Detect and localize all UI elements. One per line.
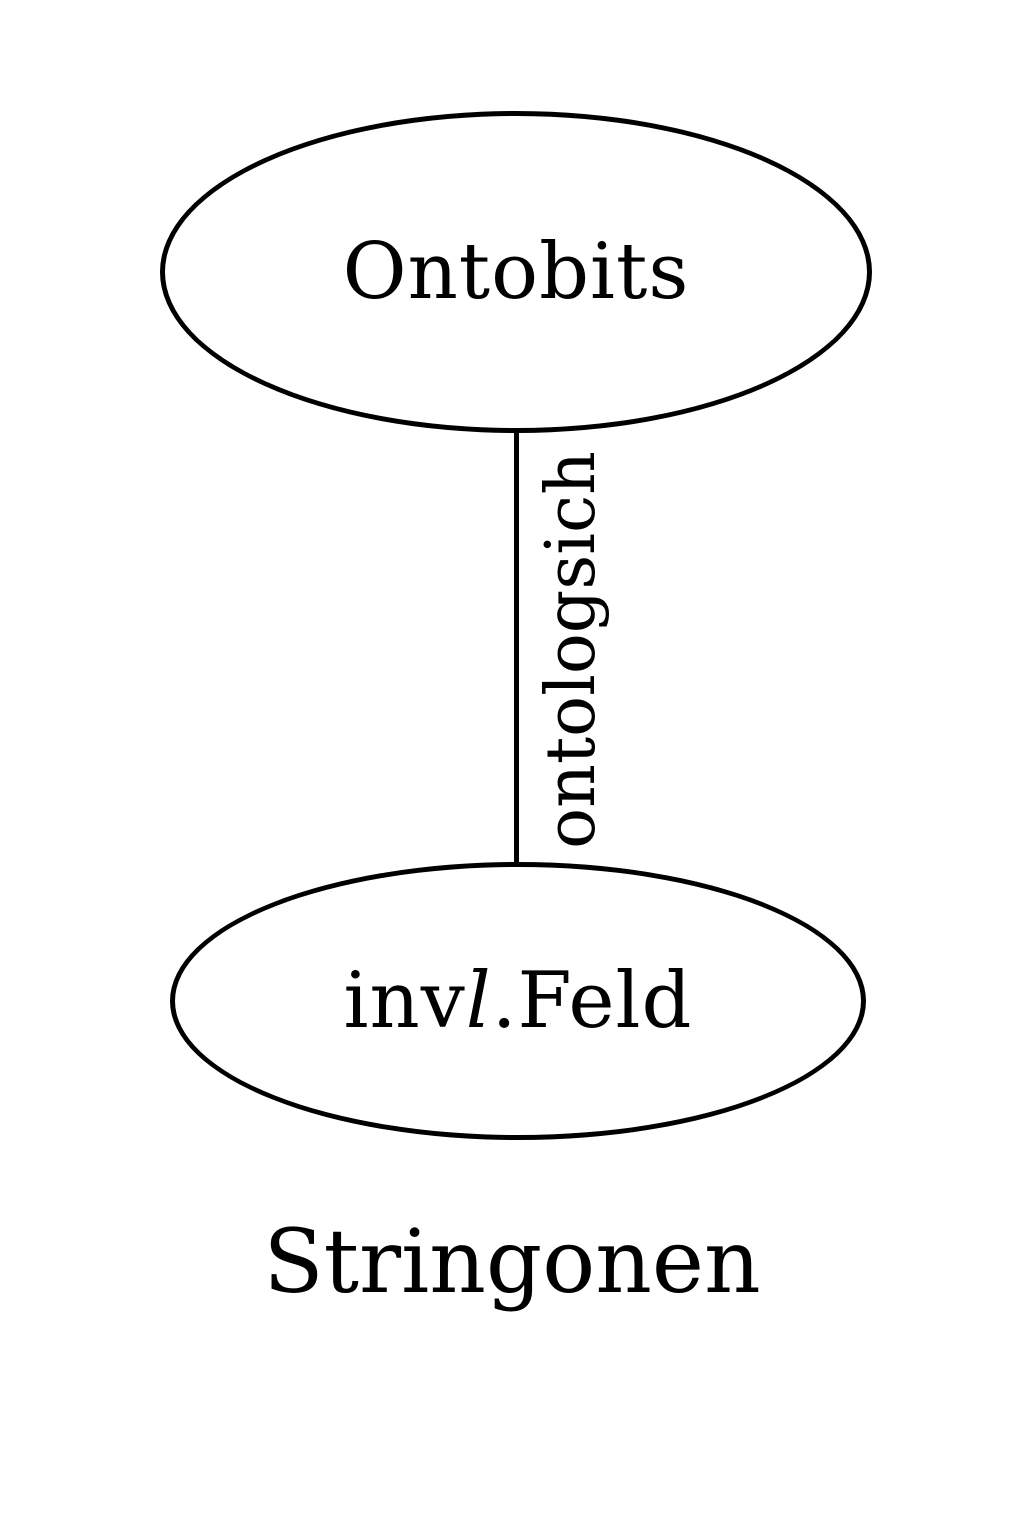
node-invl-feld-label: invl.Feld xyxy=(344,962,693,1040)
graph-title: Stringonen xyxy=(263,1210,761,1313)
edge-line xyxy=(514,430,519,866)
edge-label: ontologsich xyxy=(532,451,611,849)
node-ontobits: Ontobits xyxy=(160,111,872,433)
node-invl-feld: invl.Feld xyxy=(170,862,866,1140)
node-invl-feld-label-suffix: .Feld xyxy=(491,956,693,1046)
node-ontobits-label: Ontobits xyxy=(342,227,690,317)
node-invl-feld-label-italic: l xyxy=(465,956,492,1046)
node-invl-feld-label-prefix: inv xyxy=(343,956,466,1046)
